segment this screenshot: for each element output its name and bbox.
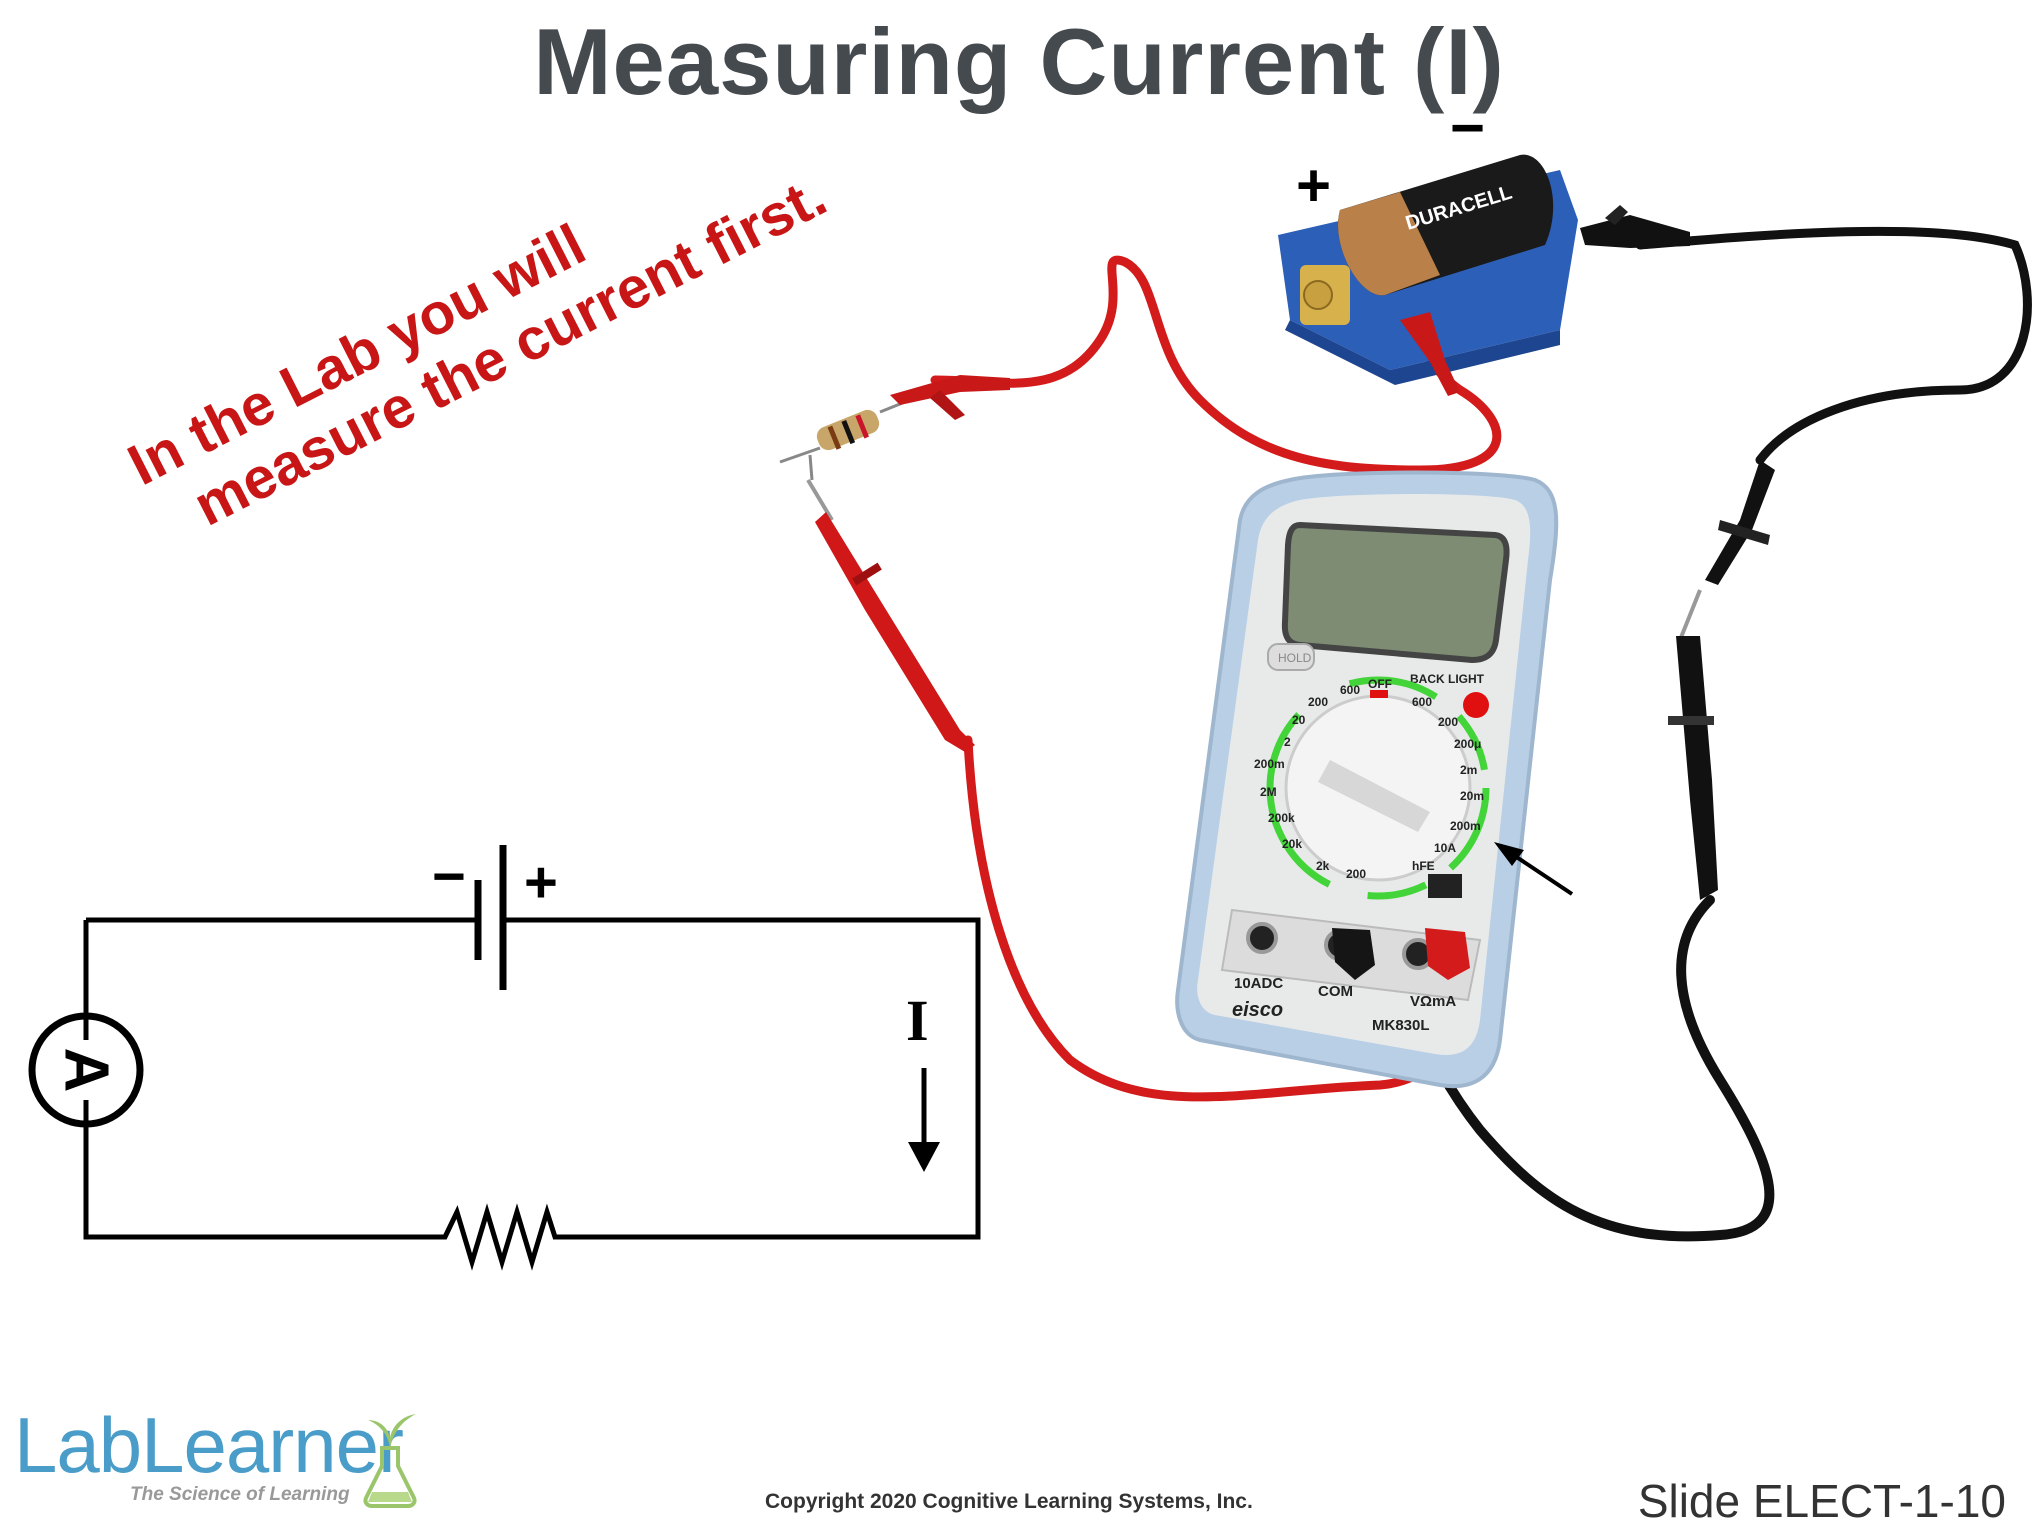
- pointer-arrow-head: [1494, 842, 1524, 866]
- red-clip-resistor: [890, 375, 1010, 420]
- photo-battery-plus: +: [1296, 152, 1331, 219]
- dial-label-right: 200μ: [1454, 737, 1481, 751]
- copyright-notice: Copyright 2020 Cognitive Learning System…: [765, 1490, 1253, 1513]
- dial-pointer: [1318, 760, 1430, 832]
- dial-label-left: 600: [1340, 683, 1360, 697]
- lablearner-logo: LabLearner The Science of Learning: [14, 1400, 434, 1512]
- ammeter-symbol: A: [52, 1048, 121, 1093]
- dial-label-left: 20k: [1282, 837, 1302, 851]
- resistor-component: [779, 400, 906, 481]
- backlight-label: BACK LIGHT: [1410, 672, 1485, 686]
- wire-bottom-left: [83, 1100, 430, 1240]
- current-arrow-head: [908, 1142, 940, 1172]
- dial-label-right: hFE: [1412, 859, 1435, 873]
- resistor-zigzag: [430, 1203, 565, 1271]
- jack-10adc: [1246, 922, 1278, 954]
- black-probe: [1668, 589, 1718, 900]
- schematic-battery-plus: +: [524, 850, 558, 915]
- transistor-socket: [1428, 874, 1462, 898]
- dial-label-right: 10A: [1434, 841, 1456, 855]
- slide-number: Slide ELECT-1-10: [1637, 1475, 2006, 1527]
- dial-label-left: 200m: [1254, 757, 1285, 771]
- dial-label-right: 2m: [1460, 763, 1477, 777]
- multimeter-lcd: [1281, 521, 1510, 664]
- dial-label-right: 20m: [1460, 789, 1484, 803]
- schematic-battery-minus: −: [432, 844, 466, 909]
- black-lead-wire-top: [1635, 226, 2032, 465]
- slide-title: Measuring Current (I): [533, 9, 1505, 114]
- battery-cell: DURACELL: [1338, 154, 1554, 296]
- jack-com-label: COM: [1318, 983, 1353, 1000]
- dial-label-left: 200: [1346, 867, 1366, 881]
- current-label: I: [906, 988, 929, 1053]
- dial-label-right: 200m: [1450, 819, 1481, 833]
- red-probe: [806, 478, 975, 752]
- dial-label-left: 200k: [1268, 811, 1295, 825]
- black-clip-battery: [1580, 205, 1690, 248]
- dial-label-left: 2: [1284, 735, 1291, 749]
- red-lead-wire-top: [930, 255, 1502, 475]
- flask-icon: [363, 1414, 417, 1508]
- black-clip-lower: [1705, 460, 1775, 585]
- dial-label-left: 200: [1308, 695, 1328, 709]
- backlight-button: [1463, 692, 1489, 718]
- circuit-schematic: [28, 845, 981, 1271]
- wire-top-right: [503, 917, 981, 1240]
- dial-label-right: 200: [1438, 715, 1458, 729]
- photo-battery-minus: −: [1450, 94, 1485, 161]
- hold-button-label: HOLD: [1278, 651, 1312, 665]
- jack-vma-label: VΩmA: [1410, 993, 1456, 1010]
- red-clip-battery: [1400, 312, 1460, 396]
- multimeter: HOLD BACK LIGHT OFF 600 200 20 2 200m 2M…: [1175, 470, 1559, 1089]
- jack-10adc-label: 10ADC: [1234, 975, 1283, 992]
- logo-wordmark: LabLearner: [14, 1401, 404, 1489]
- dial-ring: [1266, 676, 1490, 900]
- dial-label-left: 2k: [1316, 859, 1330, 873]
- dial-off-label: OFF: [1368, 677, 1392, 691]
- dial-label-left: 20: [1292, 713, 1306, 727]
- black-plug: [1332, 928, 1375, 980]
- meter-model: MK830L: [1372, 1017, 1430, 1034]
- dial-label-right: 600: [1412, 695, 1432, 709]
- dial-label-left: 2M: [1260, 785, 1277, 799]
- ammeter-circle: [28, 1012, 144, 1128]
- black-lead-wire-bottom: [1395, 895, 1775, 1242]
- red-plug: [1425, 928, 1470, 980]
- meter-brand: eisco: [1232, 999, 1283, 1021]
- hold-button: [1267, 643, 1315, 671]
- logo-tagline: The Science of Learning: [130, 1484, 350, 1505]
- dial-off-mark: [1370, 690, 1388, 698]
